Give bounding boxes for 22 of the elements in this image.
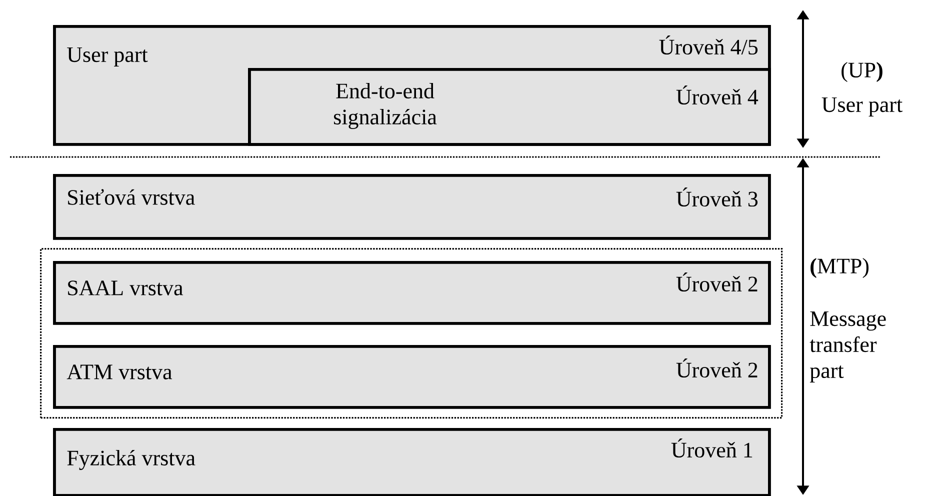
layer-box bbox=[248, 68, 771, 146]
layer-name: User part bbox=[67, 47, 148, 67]
layer-name: SAAL vrstva bbox=[68, 280, 184, 296]
level-label: Úroveň 1 bbox=[671, 438, 752, 458]
layer-name: Sieťová vrstva bbox=[68, 189, 195, 205]
level-label: Úroveň 4/5 bbox=[659, 35, 758, 55]
level-label: Úroveň 2 bbox=[676, 272, 758, 292]
part-abbreviation: (UP) bbox=[842, 62, 882, 82]
layer-name: Fyzická vrstva bbox=[67, 450, 196, 470]
part-abbreviation: (MTP) bbox=[810, 258, 869, 278]
group-box bbox=[40, 248, 783, 419]
layer-box bbox=[53, 345, 771, 409]
layer-box bbox=[53, 261, 771, 325]
level-label: Úroveň 2 bbox=[676, 358, 758, 378]
layer-box bbox=[53, 428, 771, 496]
layer-name: End-to-end signalizácia bbox=[334, 83, 437, 129]
layer-box bbox=[53, 174, 771, 240]
level-label: Úroveň 3 bbox=[676, 187, 758, 207]
level-label: Úroveň 4 bbox=[676, 85, 758, 105]
layer-name: ATM vrstva bbox=[66, 364, 172, 380]
part-name: Message transfer part bbox=[810, 311, 886, 383]
part-name: User part bbox=[822, 97, 902, 117]
